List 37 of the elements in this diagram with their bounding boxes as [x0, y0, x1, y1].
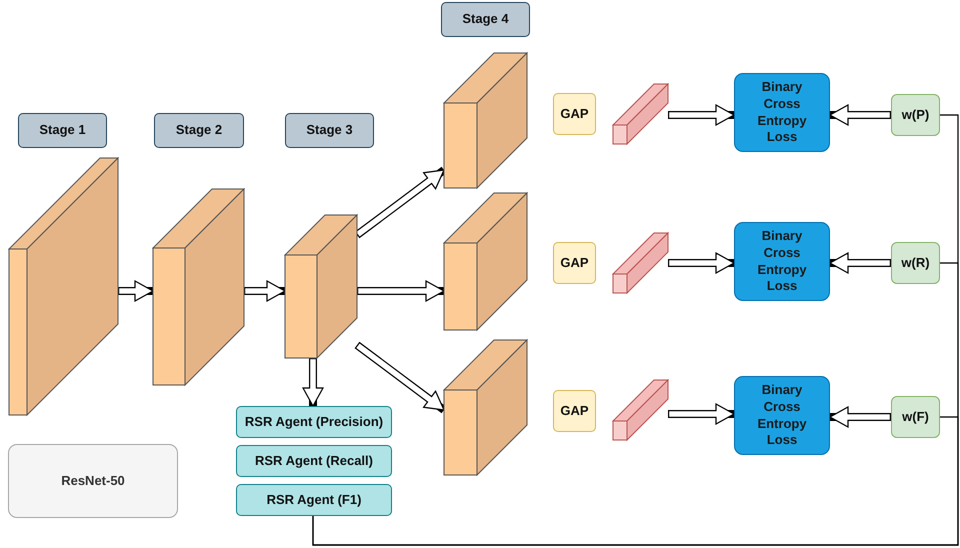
block-arrow [829, 252, 891, 274]
pooling-box: GAP [553, 390, 596, 432]
block-arrow [668, 104, 735, 126]
stage-label: Stage 1 [18, 113, 107, 148]
feature-map-block [444, 193, 527, 330]
feature-vector-bar [613, 233, 668, 293]
agent-box: RSR Agent (Recall) [236, 445, 392, 477]
connector-line [312, 416, 959, 546]
weight-box: w(F) [891, 396, 940, 438]
block-arrow [118, 280, 154, 302]
model-box: ResNet-50 [8, 444, 178, 518]
feature-vector-bar [613, 380, 668, 440]
weight-box: w(R) [891, 242, 940, 284]
pooling-box: GAP [553, 242, 596, 284]
agent-box: RSR Agent (F1) [236, 484, 392, 516]
pooling-box: GAP [553, 93, 596, 135]
block-arrow [829, 104, 891, 126]
feature-map-block [444, 340, 527, 475]
loss-box: Binary Cross Entropy Loss [734, 376, 830, 455]
feature-map-block [9, 158, 118, 415]
block-arrow [829, 406, 891, 428]
loss-box: Binary Cross Entropy Loss [734, 73, 830, 152]
feature-map-block [153, 189, 244, 385]
feature-map-block [285, 215, 357, 358]
loss-box: Binary Cross Entropy Loss [734, 222, 830, 301]
block-arrow [668, 252, 735, 274]
agent-box: RSR Agent (Precision) [236, 406, 392, 438]
stage-label: Stage 3 [285, 113, 374, 148]
block-arrow [302, 358, 324, 407]
block-arrow [357, 280, 445, 302]
block-arrow [244, 280, 286, 302]
block-arrow [668, 403, 735, 425]
feature-vector-bar [613, 84, 668, 144]
stage-label: Stage 4 [441, 2, 530, 37]
feature-map-block [444, 53, 527, 188]
weight-box: w(P) [891, 94, 940, 136]
stage-label: Stage 2 [154, 113, 244, 148]
